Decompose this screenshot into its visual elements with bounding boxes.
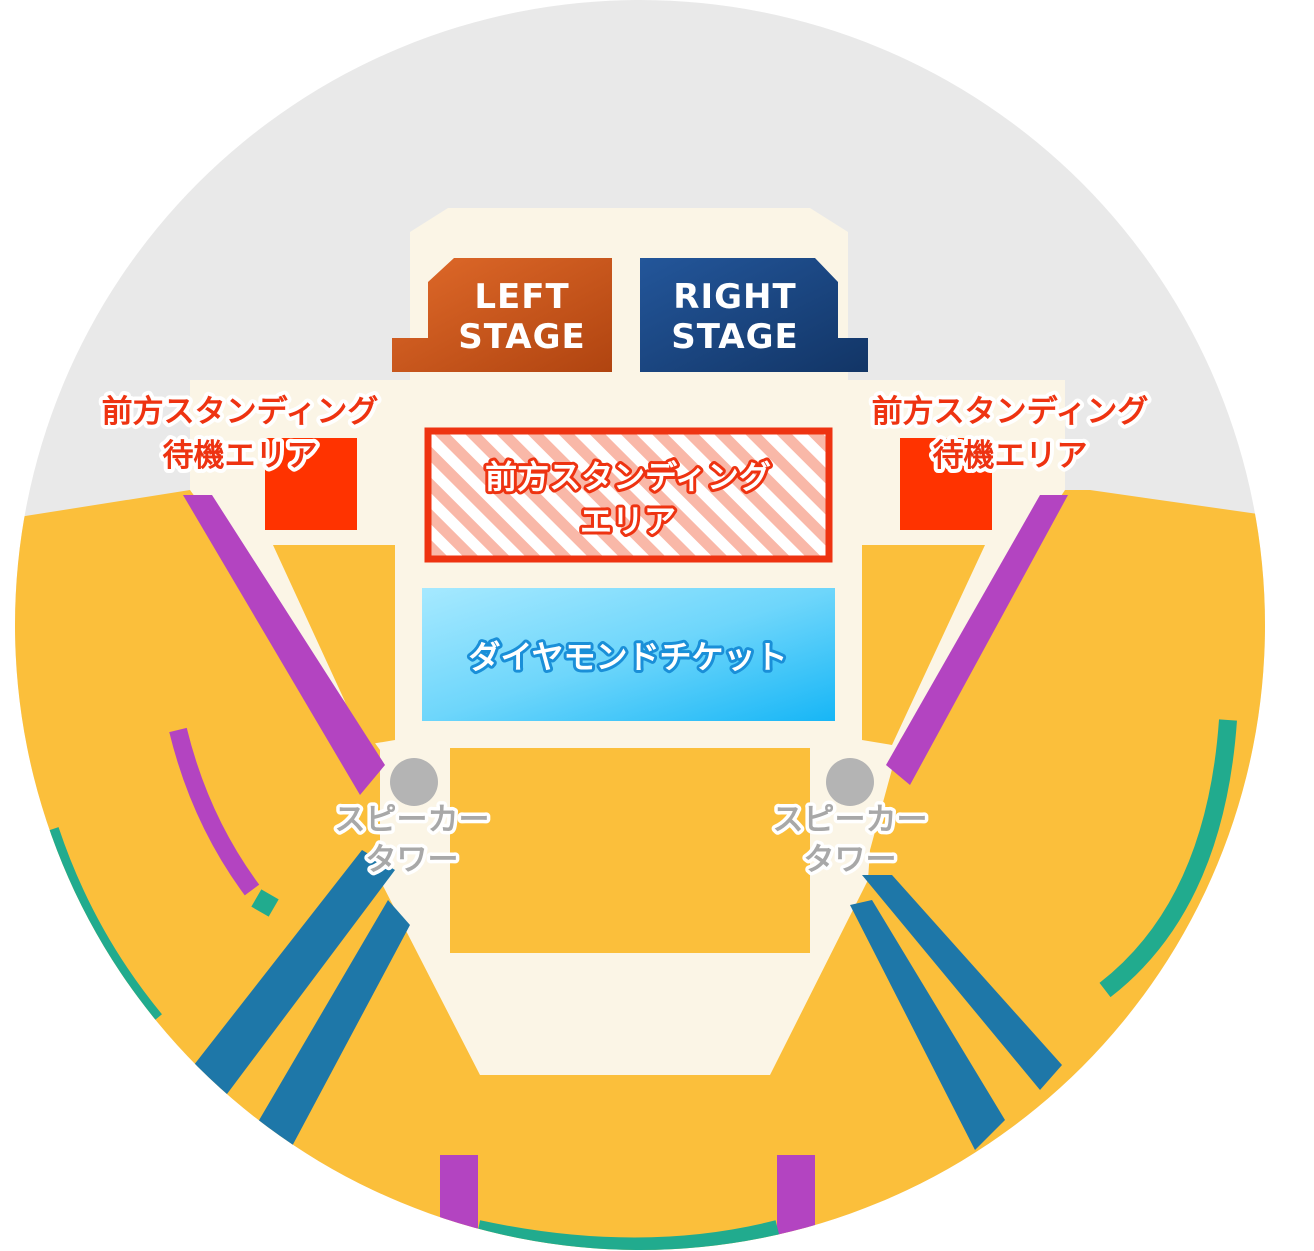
left-stage-label-line2: STAGE [458, 317, 586, 357]
seating-block-left [273, 545, 395, 745]
waiting-area-right: 前方スタンディング 待機エリア [868, 390, 1153, 478]
aisle-blue-right-2 [850, 900, 1005, 1150]
aisle-blue-right-1 [862, 875, 1062, 1090]
front-standing-label-line2: エリア [580, 502, 676, 540]
speaker-right-icon [826, 758, 874, 806]
waiting-right-label-line1: 前方スタンディング [872, 394, 1149, 430]
aisle-green-small [251, 889, 279, 917]
aisle-purple-arc-left [169, 727, 260, 896]
left-stage-label-line1: LEFT [474, 277, 569, 317]
center-seating-block [450, 748, 810, 953]
waiting-area-left-box [265, 438, 357, 530]
aisle-green-bottom [475, 1220, 781, 1250]
speaker-left-label-line1: スピーカー [335, 802, 490, 838]
right-stage-label-line2: STAGE [671, 317, 799, 357]
speaker-tower-right: スピーカー タワー [769, 758, 931, 882]
waiting-area-right-box [900, 438, 992, 530]
left-stage: LEFT STAGE [392, 258, 612, 372]
waiting-area-left: 前方スタンディング 待機エリア [98, 390, 383, 478]
front-standing-area: 前方スタンディング エリア [424, 427, 833, 563]
speaker-tower-left: スピーカー タワー [331, 758, 493, 882]
aisle-purple-right [886, 495, 1068, 785]
aisle-green-right [1099, 719, 1237, 998]
diamond-ticket-area: ダイヤモンドチケット [422, 588, 835, 721]
front-standing-label-line1: 前方スタンディング [485, 458, 771, 496]
right-stage: RIGHT STAGE [640, 258, 868, 372]
aisle-blue-left-2 [258, 900, 410, 1150]
waiting-right-label-line2: 待機エリア [933, 438, 1088, 474]
speaker-right-label-line1: スピーカー [773, 802, 928, 838]
speaker-left-label-line2: タワー [366, 842, 459, 878]
waiting-left-label-line1: 前方スタンディング [102, 394, 379, 430]
aisle-blue-left-1 [190, 850, 395, 1110]
waiting-left-label-line2: 待機エリア [163, 438, 318, 474]
diamond-ticket-label: ダイヤモンドチケット [468, 638, 787, 676]
speaker-right-label-line2: タワー [804, 842, 897, 878]
speaker-left-icon [390, 758, 438, 806]
seating-block-right [862, 545, 985, 745]
right-stage-label-line1: RIGHT [673, 277, 796, 317]
aisle-purple-bottom-left [440, 1155, 478, 1250]
aisle-purple-left [183, 495, 385, 795]
aisle-purple-bottom-right [777, 1155, 815, 1250]
